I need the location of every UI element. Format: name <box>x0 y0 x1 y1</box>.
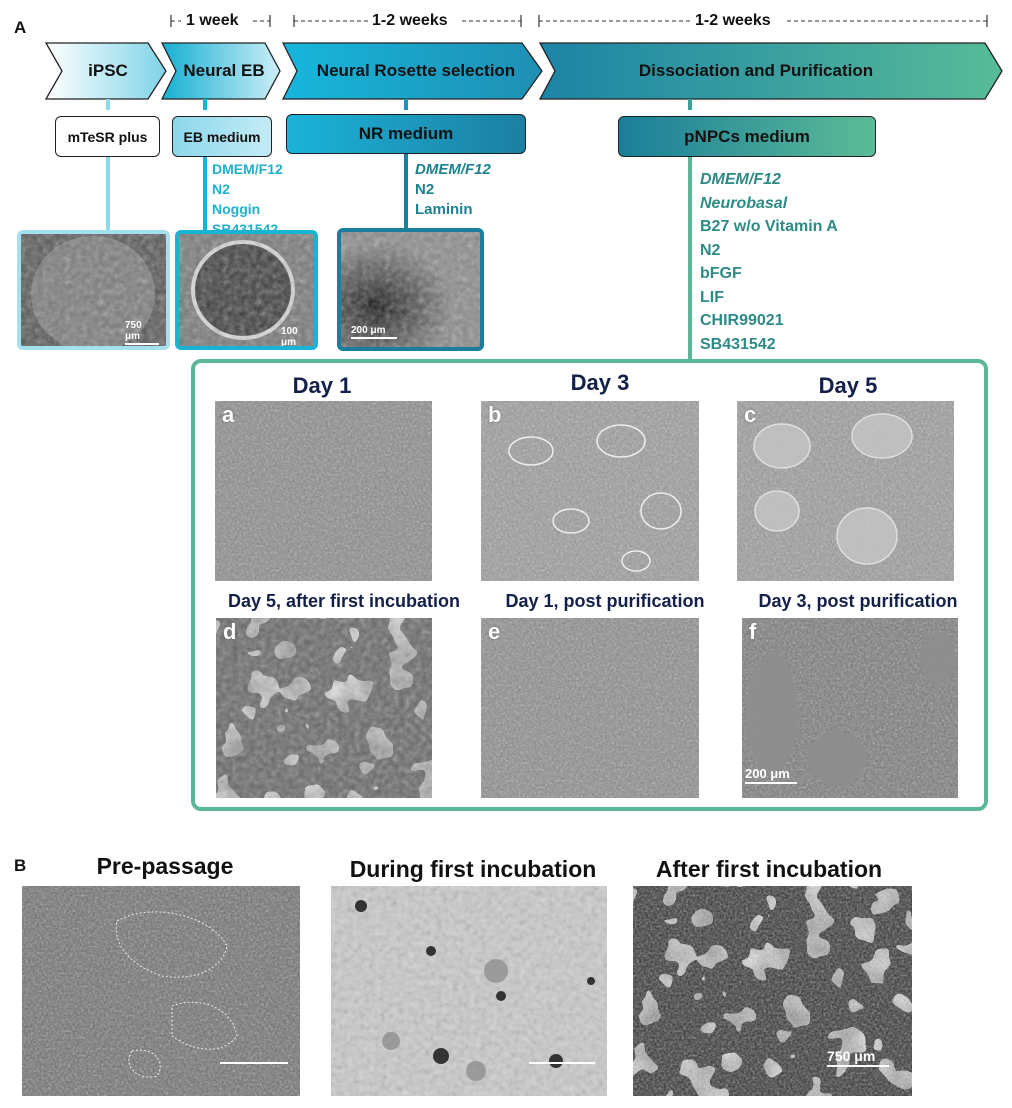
pnpc-recipe-item: CHIR99021 <box>700 312 784 329</box>
micrograph-e: e <box>481 618 699 798</box>
micrograph-d: d <box>216 618 432 798</box>
micrograph-c: c <box>737 401 954 581</box>
nr-recipe-item: DMEM/F12 <box>415 161 491 178</box>
micrograph-c-texture <box>737 401 954 581</box>
pnpc-recipe-item: LIF <box>700 288 724 306</box>
micrograph-c-letter: c <box>744 402 757 427</box>
panel-b-title-after: After first incubation <box>655 856 883 882</box>
nr-image: 200 μm <box>337 228 484 351</box>
pre-passage-scale-bar <box>220 1062 288 1064</box>
stage-neural-rosette: Neural Rosette selection <box>316 61 516 80</box>
eb-recipe-item: DMEM/F12 <box>212 161 283 177</box>
stage-neural-eb: Neural EB <box>183 61 265 80</box>
micrograph-b-letter: b <box>488 402 502 427</box>
stage-ipsc: iPSC <box>88 61 128 80</box>
nr-recipe-item: Laminin <box>415 201 473 218</box>
medium-mtesr-label: mTeSR plus <box>67 128 148 145</box>
grid-title-day3: Day 3 <box>570 370 630 395</box>
micrograph-e-texture <box>481 618 699 798</box>
micrograph-a-letter: a <box>222 402 235 427</box>
panel-b-letter: B <box>14 856 27 875</box>
grid-title-day1: Day 1 <box>292 373 352 398</box>
micrograph-d-texture <box>216 618 432 798</box>
ipsc-scale-label: 750 μm <box>125 320 142 342</box>
medium-connectors <box>106 153 692 360</box>
eb-scale-bar: 100 μm <box>281 326 313 348</box>
nr-micrograph <box>341 232 480 347</box>
during-incubation-scale-bar <box>529 1062 595 1064</box>
micrograph-f-texture <box>742 618 958 798</box>
grid-title-day5-incubation: Day 5, after first incubation <box>227 591 461 611</box>
grid-title-day3-post: Day 3, post purification <box>758 591 958 611</box>
micrograph-f: f 200 μm <box>742 618 958 798</box>
micrograph-f-scale-bar: 200 μm <box>745 766 797 784</box>
after-incubation-texture <box>633 886 912 1096</box>
panel-b-pre-image <box>22 886 300 1096</box>
pnpc-recipe: DMEM/F12 Neurobasal B27 w/o Vitamin A N2… <box>700 168 838 356</box>
panel-b-after-image: 750 μm <box>633 886 912 1096</box>
micrograph-b-texture <box>481 401 699 581</box>
timeline-label-diss: 1-2 weeks <box>695 12 771 29</box>
micrograph-b: b <box>481 401 699 581</box>
panel-b-title-pre: Pre-passage <box>96 853 234 879</box>
medium-eb-label: EB medium <box>183 128 261 145</box>
micrograph-d-letter: d <box>223 619 237 644</box>
pnpc-recipe-item: B27 w/o Vitamin A <box>700 218 838 235</box>
after-incubation-scale-bar: 750 μm <box>827 1048 889 1067</box>
micrograph-f-letter: f <box>749 619 757 644</box>
nr-recipe: DMEM/F12 N2 Laminin <box>415 160 491 220</box>
nr-recipe-item: N2 <box>415 181 435 198</box>
during-incubation-texture <box>331 886 607 1096</box>
panel-b-during-image <box>331 886 607 1096</box>
grid-title-day1-post: Day 1, post purification <box>505 591 705 611</box>
pre-passage-texture <box>22 886 300 1096</box>
timeline <box>170 15 988 27</box>
ipsc-scale-bar: 750 μm <box>125 320 159 345</box>
medium-eb: EB medium <box>172 116 272 157</box>
ipsc-micrograph <box>21 234 166 346</box>
micrograph-a: a <box>215 401 432 581</box>
panel-b-title-during: During first incubation <box>349 856 597 882</box>
medium-pnpc-label: pNPCs medium <box>684 126 810 146</box>
micrograph-f-scale-label: 200 μm <box>745 766 790 781</box>
medium-pnpc: pNPCs medium <box>618 116 876 157</box>
eb-recipe: DMEM/F12 N2 Noggin SB431542 <box>212 159 283 239</box>
medium-nr: NR medium <box>286 114 526 154</box>
nr-scale-bar: 200 μm <box>351 325 397 339</box>
after-incubation-scale-label: 750 μm <box>827 1048 876 1064</box>
panel-a-letter: A <box>14 18 27 37</box>
eb-scale-label: 100 μm <box>281 326 298 348</box>
pnpc-recipe-item: bFGF <box>700 265 742 282</box>
eb-recipe-item: Noggin <box>212 201 261 217</box>
pnpc-recipe-item: Neurobasal <box>700 194 788 212</box>
eb-micrograph <box>179 234 314 346</box>
pnpc-recipe-item: N2 <box>700 241 721 259</box>
grid-title-day5: Day 5 <box>818 373 878 398</box>
micrograph-e-letter: e <box>488 619 501 644</box>
medium-nr-label: NR medium <box>358 124 454 143</box>
stage-dissociation: Dissociation and Purification <box>638 61 874 80</box>
eb-image: 100 μm <box>175 230 318 350</box>
timeline-label-eb: 1 week <box>186 12 239 29</box>
medium-mtesr: mTeSR plus <box>55 116 160 157</box>
purification-frame <box>191 359 988 811</box>
pnpc-recipe-item: SB431542 <box>700 335 776 353</box>
micrograph-a-texture <box>215 401 432 581</box>
pnpc-recipe-item: DMEM/F12 <box>700 171 781 188</box>
nr-scale-label: 200 μm <box>351 325 386 336</box>
timeline-label-nr: 1-2 weeks <box>372 12 448 29</box>
eb-recipe-item: N2 <box>212 181 230 197</box>
ipsc-image: 750 μm <box>17 230 170 350</box>
stage-arrows <box>44 42 1003 110</box>
